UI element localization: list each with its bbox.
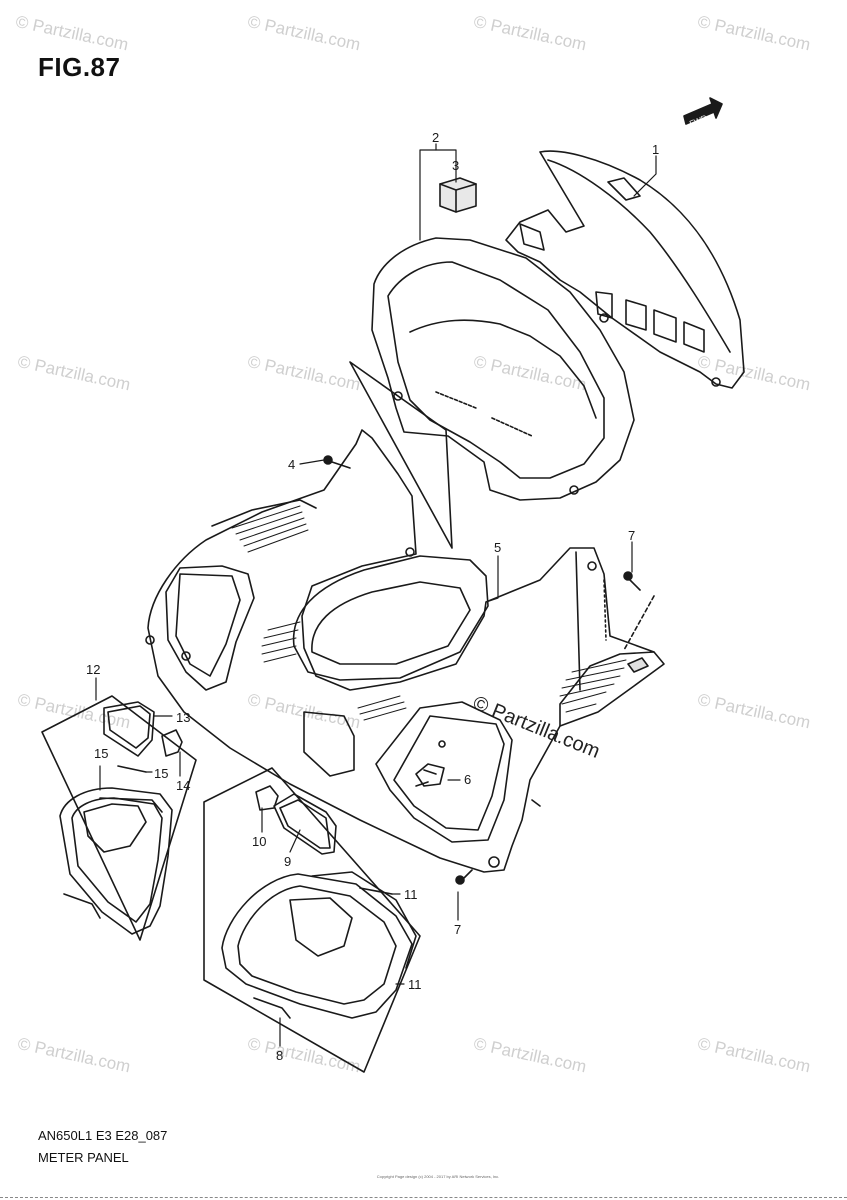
fwd-arrow-icon [683,97,723,125]
callout-9: 9 [284,854,291,869]
callout-15: 15 [94,746,108,761]
figure-code: AN650L1 E3 E28_087 [38,1128,168,1143]
part-1-upper-cover [505,150,745,389]
callout-12: 12 [86,662,100,677]
assembly-8-box [203,767,421,1073]
callout-1: 1 [652,142,659,157]
callout-14: 14 [176,778,190,793]
part-7-screw [623,571,655,651]
callout-13: 13 [176,710,190,725]
part-6-clip [415,763,445,787]
callout-5: 5 [494,540,501,555]
callout-11: 11 [408,977,422,992]
callout-3: 3 [452,158,459,173]
callout-6: 6 [464,772,471,787]
callout-10: 10 [252,834,266,849]
callout-4: 4 [288,457,295,472]
part-3-pad [439,177,477,213]
assembly-12-box [41,695,197,941]
part-2-meter-frame [371,237,635,501]
page-divider [0,1197,847,1198]
callout-7: 7 [628,528,635,543]
part-5-meter-panel [145,429,665,873]
callout-11: 11 [404,887,418,902]
callout-2: 2 [432,130,439,145]
callout-15: 15 [154,766,168,781]
figure-name: METER PANEL [38,1150,129,1165]
figure-title: FIG.87 [38,52,121,82]
copyright-text: Copyright Page design (c) 2004 - 2017 by… [376,1174,500,1179]
callout-8: 8 [276,1048,283,1063]
part-7-screw [455,869,473,885]
callout-7: 7 [454,922,461,937]
